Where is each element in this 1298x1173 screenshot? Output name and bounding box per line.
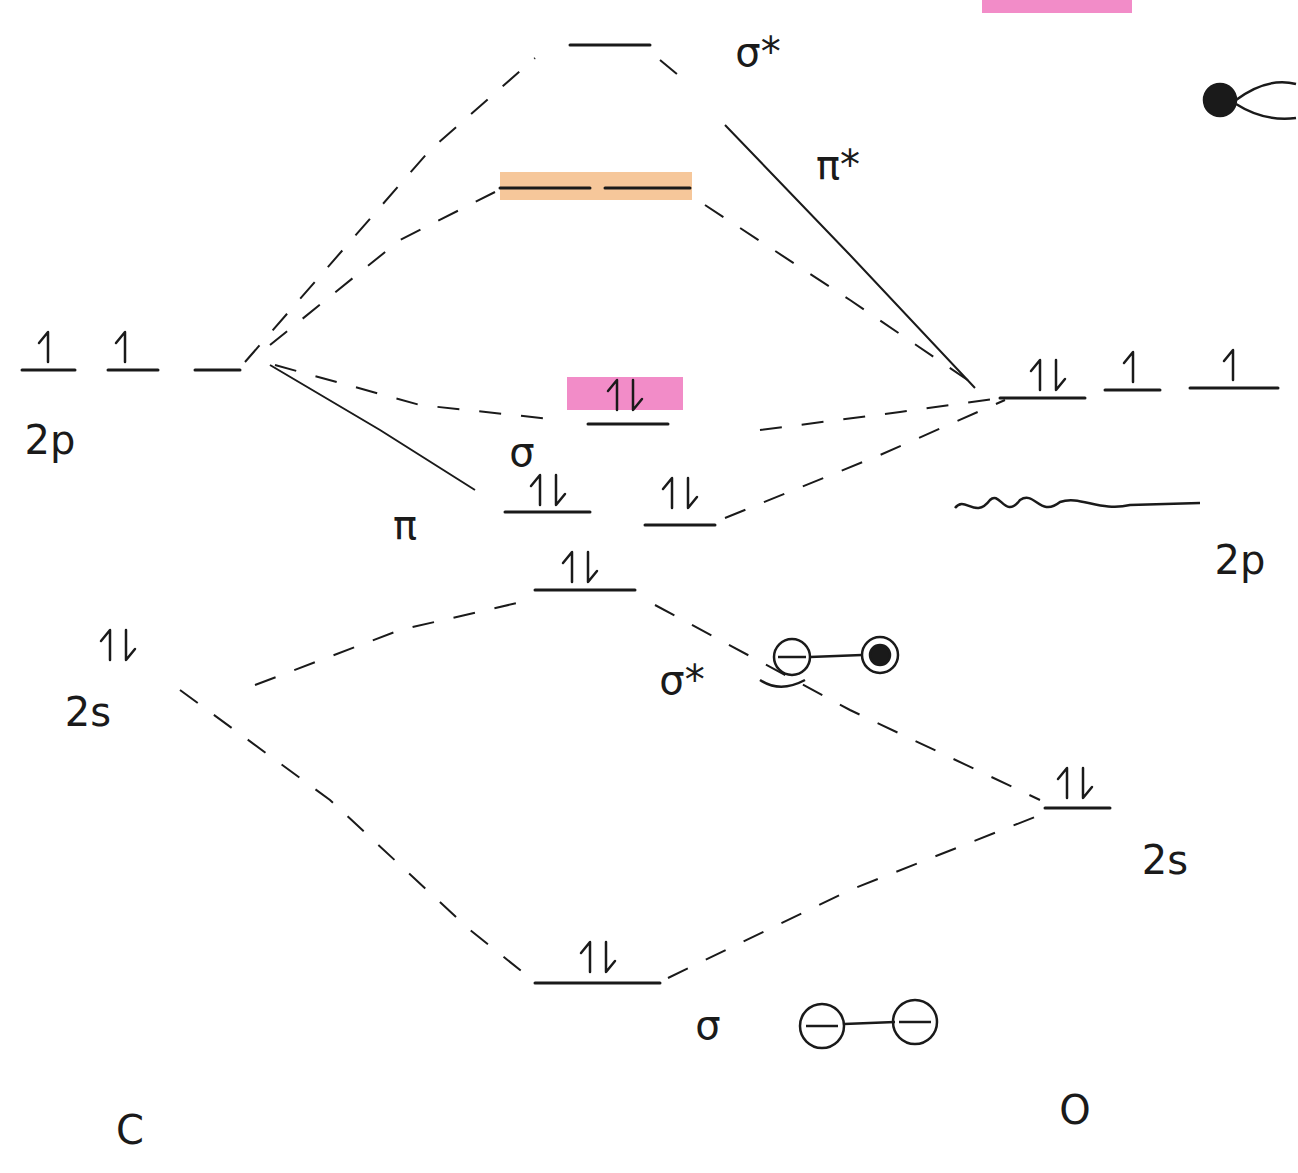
correlation-line — [760, 398, 1000, 430]
subshell-label: 2p — [1211, 538, 1270, 582]
atom-label: O — [1055, 1088, 1094, 1132]
orbital-label: σ — [691, 1003, 724, 1047]
orbital-label: π — [389, 503, 421, 547]
correlation-line — [705, 205, 975, 385]
electron-arrows — [563, 552, 597, 582]
orbital-label: σ — [505, 430, 538, 474]
electron-arrows — [101, 630, 135, 660]
correlation-line — [725, 125, 975, 388]
electron-arrows — [581, 942, 615, 972]
subshell-label: 2p — [21, 418, 80, 462]
energy-level — [22, 369, 75, 372]
electron-arrows — [1124, 352, 1133, 382]
correlation-line — [660, 60, 690, 85]
electron-arrows — [663, 478, 697, 508]
correlation-line — [255, 600, 530, 685]
correlation-line — [655, 605, 1040, 800]
electron-arrows — [1031, 360, 1065, 390]
orbital-sketch — [760, 82, 1296, 1048]
electron-arrows — [1224, 350, 1233, 380]
correlation-line — [668, 815, 1040, 978]
correlation-line — [270, 192, 495, 345]
energy-level — [570, 44, 650, 47]
energy-level — [500, 187, 590, 190]
orbital-label: σ* — [655, 658, 708, 702]
energy-level — [1045, 807, 1110, 810]
electron-arrows — [39, 332, 48, 362]
energy-level — [195, 369, 240, 372]
electron-arrows — [1058, 768, 1092, 798]
energy-level — [535, 982, 660, 985]
energy-level — [535, 589, 635, 592]
subshell-label: 2s — [61, 690, 115, 734]
energy-level — [605, 187, 690, 190]
electron-arrows — [116, 332, 125, 362]
electron-arrows — [531, 475, 565, 505]
orbital-label: σ* — [731, 30, 784, 74]
energy-level — [505, 511, 590, 514]
highlight-bar — [982, 0, 1132, 13]
energy-level — [588, 423, 668, 426]
energy-level — [1000, 397, 1085, 400]
energy-level — [1190, 387, 1278, 390]
correlation-line — [725, 400, 1005, 518]
correlation-line — [270, 365, 475, 490]
energy-level — [1105, 389, 1160, 392]
homo-highlight — [567, 377, 683, 410]
electron-arrows — [608, 380, 642, 410]
energy-level — [108, 369, 158, 372]
orbital-label: π* — [812, 143, 864, 187]
atom-label: C — [112, 1108, 148, 1152]
subshell-label: 2s — [1138, 838, 1192, 882]
correlation-line — [245, 58, 535, 362]
orbital-highlight — [500, 172, 692, 200]
correlation-line — [180, 690, 530, 978]
energy-level — [645, 524, 715, 527]
